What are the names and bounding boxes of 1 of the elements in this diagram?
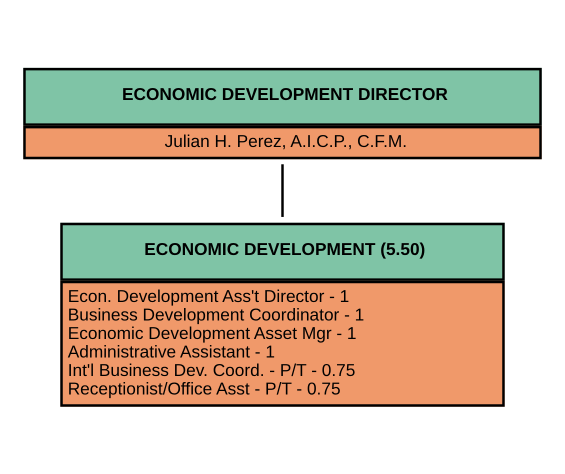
connector: [281, 164, 284, 217]
